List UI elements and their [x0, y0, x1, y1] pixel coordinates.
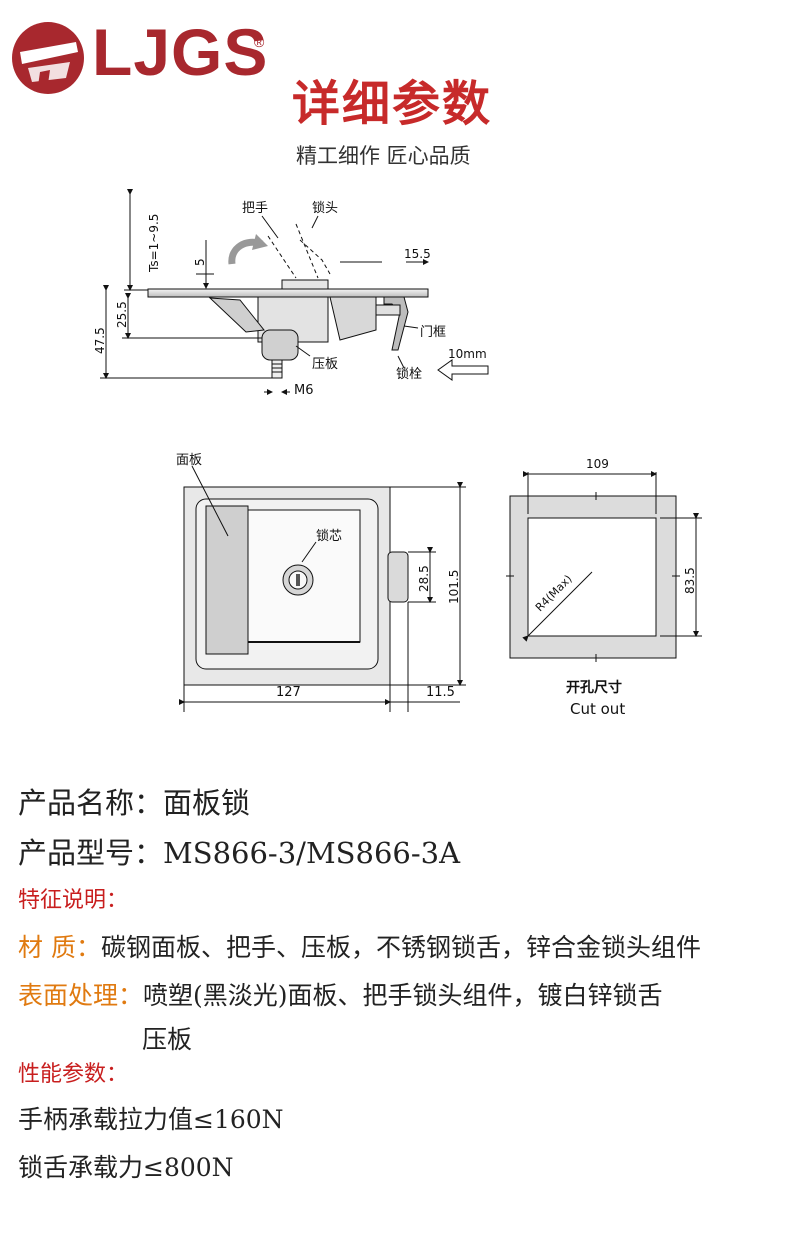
registered-mark: ® [254, 34, 265, 50]
front-view-labels: 面板 锁芯 28.5 101.5 127 11.5 [176, 453, 461, 700]
brand-name: LJGS [92, 15, 269, 89]
material-value: 碳钢面板、把手、压板，不锈钢锁舌，锌合金锁头组件 [100, 933, 701, 962]
label-bolt: 锁栓 [396, 366, 422, 382]
product-name-value: 面板锁 [163, 786, 251, 820]
cutout-caption-cn: 开孔尺寸 [566, 679, 622, 696]
label-handle: 把手 [242, 201, 268, 216]
product-model-label: 产品型号： [18, 836, 164, 870]
material-label: 材 质： [18, 933, 101, 962]
side-view-labels: 把手 锁头 Ts=1~9.5 5 15.5 25.5 47.5 门框 压板 锁栓… [93, 200, 487, 398]
front-view [179, 465, 466, 712]
technical-drawing: 把手 锁头 Ts=1~9.5 5 15.5 25.5 47.5 门框 压板 锁栓… [93, 189, 702, 718]
features-heading: 特征说明： [18, 888, 129, 913]
surface-label: 表面处理： [18, 981, 144, 1010]
brand-logo [12, 22, 84, 94]
dim-15-5: 15.5 [404, 247, 431, 261]
performance-heading: 性能参数： [18, 1062, 129, 1087]
surface-row: 表面处理：喷塑(黑淡光)面板、把手锁头组件，镀白锌锁舌 [18, 976, 663, 1012]
dim-47-5: 47.5 [93, 327, 107, 354]
product-model-value: MS866-3/MS866-3A [163, 836, 461, 870]
label-door-frame: 门框 [420, 325, 446, 340]
product-model-row: 产品型号：MS866-3/MS866-3A [18, 830, 460, 872]
dim-127: 127 [276, 685, 301, 700]
dim-101-5: 101.5 [447, 570, 461, 604]
dim-28-5: 28.5 [417, 565, 431, 592]
material-row: 材 质：碳钢面板、把手、压板，不锈钢锁舌，锌合金锁头组件 [18, 928, 701, 964]
product-name-label: 产品名称： [18, 786, 164, 820]
label-travel: 10mm [448, 347, 487, 361]
side-view [100, 189, 489, 395]
dim-11-5: 11.5 [426, 685, 455, 700]
page-title: 详细参数 [292, 76, 493, 132]
surface-value-line2: 压板 [142, 1025, 193, 1054]
label-panel: 面板 [176, 453, 202, 468]
dim-25-5: 25.5 [115, 301, 129, 328]
product-name-row: 产品名称：面板锁 [18, 780, 250, 822]
label-lock-core: 锁芯 [316, 528, 342, 544]
dim-5: 5 [193, 258, 207, 266]
cutout-caption-en: Cut out [570, 700, 625, 718]
perf-handle: 手柄承载拉力值≤160N [18, 1105, 284, 1134]
label-lock-head: 锁头 [312, 200, 338, 216]
slogan: 精工细作 匠心品质 [296, 144, 471, 168]
dim-83-5: 83.5 [683, 567, 697, 594]
cutout-view [506, 471, 702, 662]
label-ts: Ts=1~9.5 [147, 214, 161, 273]
label-thread: M6 [294, 383, 314, 398]
perf-tongue: 锁舌承载力≤800N [18, 1153, 234, 1182]
dim-109: 109 [586, 457, 609, 471]
surface-value-line1: 喷塑(黑淡光)面板、把手锁头组件，镀白锌锁舌 [143, 981, 663, 1010]
label-pressure-plate: 压板 [312, 357, 338, 372]
